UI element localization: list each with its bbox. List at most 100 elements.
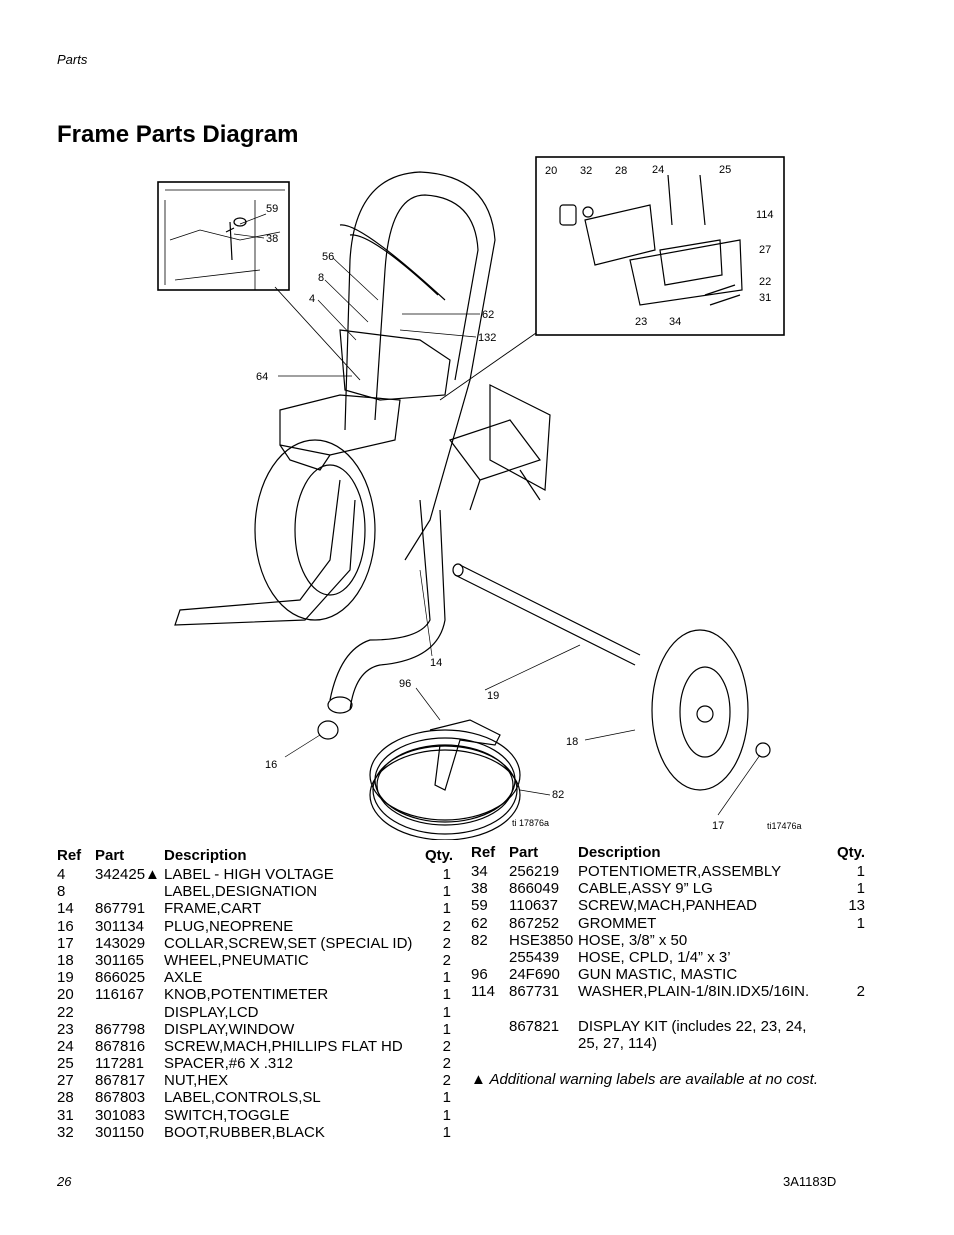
callout: 19	[487, 690, 499, 702]
cell-description: DISPLAY,WINDOW	[164, 1020, 295, 1038]
cell-description: KNOB,POTENTIMETER	[164, 986, 329, 1004]
callout: 28	[615, 165, 627, 177]
cell-description: LABEL,CONTROLS,SL	[164, 1089, 321, 1107]
cell-part: 301134	[95, 917, 144, 935]
callout: 23	[635, 316, 647, 328]
cell-description: WHEEL,PNEUMATIC	[164, 951, 309, 969]
page-number: 26	[57, 1174, 72, 1189]
cell-qty: 2	[442, 917, 451, 935]
cell-ref: 96	[471, 966, 488, 984]
callout: 114	[756, 209, 774, 221]
callout: 38	[266, 233, 278, 245]
header-qty: Qty.	[836, 844, 865, 861]
cell-description: COLLAR,SCREW,SET (SPECIAL ID)	[164, 934, 413, 952]
cell-qty: 2	[442, 1055, 451, 1073]
cell-ref: 19	[57, 969, 74, 987]
cell-description: SPACER,#6 X .312	[164, 1055, 293, 1073]
cell-part: 867821	[509, 1017, 560, 1035]
cell-ref: 4	[57, 866, 66, 883]
cell-qty: 1	[856, 914, 865, 932]
cell-ref: 114	[471, 983, 495, 1001]
cell-part: 867816	[95, 1037, 146, 1055]
callout: 17	[712, 820, 724, 832]
callout: 18	[566, 736, 578, 748]
cell-ref: 32	[57, 1123, 74, 1141]
cell-qty: 1	[442, 883, 451, 901]
callout: 59	[266, 203, 278, 215]
table-row	[471, 1001, 871, 1018]
inset-detail-box-left	[157, 181, 290, 291]
cell-ref: 25	[57, 1055, 74, 1073]
cell-part: 867731	[509, 983, 560, 1001]
cell-ref: 8	[57, 883, 66, 901]
cell-description: BOOT,RUBBER,BLACK	[164, 1123, 325, 1141]
cell-ref: 22	[57, 1003, 74, 1021]
cell-part: 110637	[509, 897, 558, 915]
callout: 22	[759, 276, 771, 288]
callout: 96	[399, 678, 411, 690]
header-qty: Qty.	[424, 847, 453, 864]
table-row: 32 301150 BOOT,RUBBER,BLACK 1	[57, 1124, 457, 1141]
cell-part: 867803	[95, 1089, 146, 1107]
callout: 82	[552, 789, 564, 801]
cell-qty: 1	[442, 1123, 451, 1141]
cell-part: 342425▲	[95, 866, 160, 883]
callout: 31	[759, 292, 771, 304]
cell-description: NUT,HEX	[164, 1072, 229, 1090]
callout: 4	[309, 293, 315, 305]
callout: 56	[322, 251, 334, 263]
table-row: 25, 27, 114)	[471, 1035, 871, 1052]
callout: 24	[652, 164, 664, 176]
cell-qty: 1	[442, 900, 451, 918]
callout: 62	[482, 309, 494, 321]
cell-qty: 13	[848, 897, 865, 915]
cell-ref: 31	[57, 1106, 74, 1124]
cell-part: 867252	[509, 914, 560, 932]
cell-part: 24F690	[509, 966, 560, 984]
cell-part: 301165	[95, 951, 144, 969]
cell-part: 117281	[95, 1055, 144, 1073]
cell-part: 255439	[509, 948, 560, 966]
cell-description: GROMMET	[578, 914, 657, 932]
cell-ref: 17	[57, 934, 74, 952]
cell-description: HOSE, CPLD, 1/4” x 3’	[578, 948, 731, 966]
cell-description: CABLE,ASSY 9” LG	[578, 880, 713, 898]
callout: 8	[318, 272, 324, 284]
cell-description: POTENTIOMETR,ASSEMBLY	[578, 863, 782, 880]
image-code: ti17476a	[767, 821, 802, 831]
cell-ref: 82	[471, 931, 488, 949]
cell-ref: 23	[57, 1020, 74, 1038]
callout: 32	[580, 165, 592, 177]
cell-description: AXLE	[164, 969, 203, 987]
cell-part: HSE3850	[509, 931, 574, 949]
header-ref: Ref	[471, 844, 496, 861]
header-description: Description	[578, 844, 661, 861]
cell-part: 301150	[95, 1123, 144, 1141]
callout: 25	[719, 164, 731, 176]
cell-part: 866049	[509, 880, 560, 898]
cell-ref: 28	[57, 1089, 74, 1107]
table-row: 255439 HOSE, CPLD, 1/4” x 3’	[471, 949, 871, 966]
section-label: Parts	[57, 52, 88, 67]
cell-description: HOSE, 3/8” x 50	[578, 931, 688, 949]
cell-part: 143029	[95, 934, 146, 952]
cell-description: SCREW,MACH,PANHEAD	[578, 897, 757, 915]
table-header: Ref Part Description Qty.	[471, 843, 871, 863]
header-part: Part	[509, 844, 539, 861]
image-code: ti 17876a	[512, 818, 549, 828]
